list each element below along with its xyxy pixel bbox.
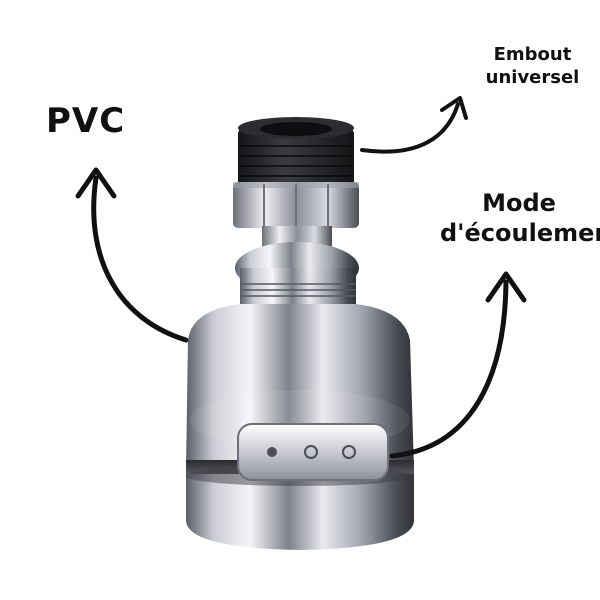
- swivel-joint: [235, 242, 359, 304]
- pvc-label-text: PVC: [46, 101, 126, 141]
- embout-universel-label: Embout universel: [470, 44, 595, 89]
- arrow-pvc-icon: [75, 167, 189, 343]
- flow-mode-button: [237, 423, 389, 481]
- embout-label-line2: universel: [485, 66, 580, 88]
- universal-thread-cap: [238, 117, 354, 188]
- mode-label-line1: Mode: [482, 189, 556, 217]
- arrow-embout-icon: [360, 96, 468, 154]
- mode-ecoulement-label: Mode d'écoulement: [440, 188, 600, 248]
- pvc-label: PVC: [46, 100, 125, 143]
- arrow-mode-icon: [389, 271, 527, 459]
- mode-label-line2: d'écoulement: [440, 219, 600, 247]
- embout-label-line1: Embout: [493, 44, 572, 65]
- chrome-collar: [233, 182, 359, 228]
